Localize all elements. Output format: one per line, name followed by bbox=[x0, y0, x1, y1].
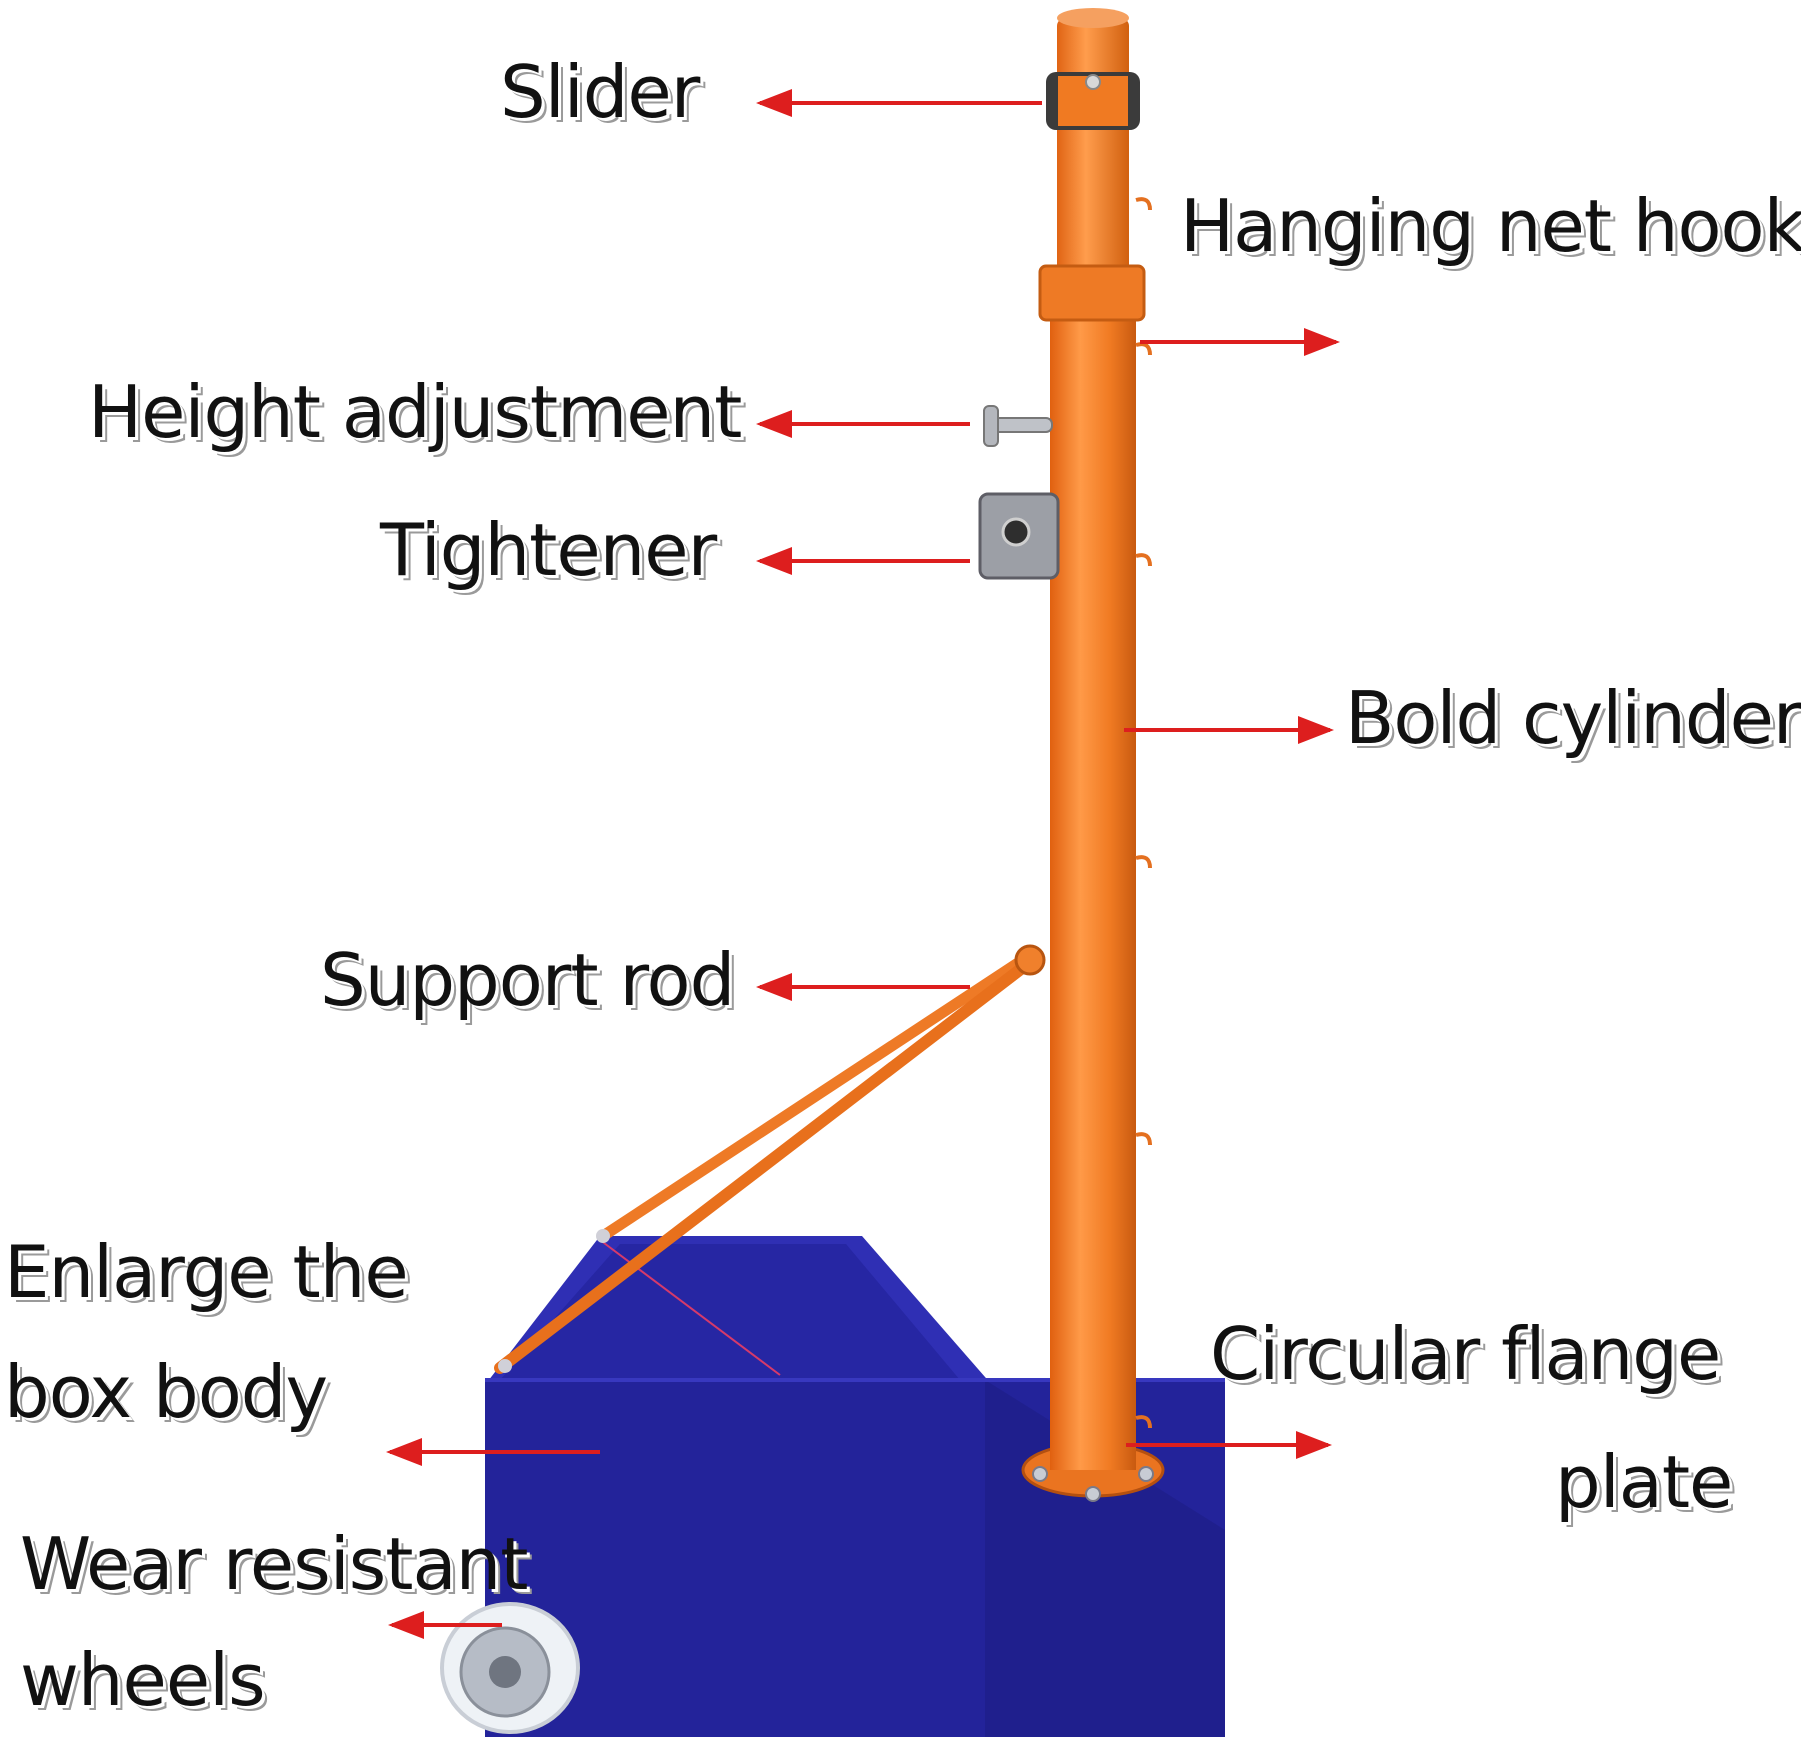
net-hook bbox=[1135, 855, 1152, 869]
flange-bolt bbox=[1138, 1466, 1154, 1482]
support-rod bbox=[494, 944, 1046, 1374]
net-hook bbox=[1135, 1415, 1152, 1429]
support-rod-bar-a bbox=[597, 949, 1036, 1242]
label-wear-wheels-line1: Wear resistant bbox=[20, 1522, 528, 1606]
support-rod-foot-a bbox=[596, 1229, 610, 1243]
label-circular-flange-line1: Circular flange bbox=[1210, 1312, 1721, 1396]
net-hook bbox=[1135, 1132, 1152, 1146]
label-height-adjustment: Height adjustment bbox=[88, 370, 742, 454]
support-rod-bracket bbox=[1014, 944, 1046, 976]
callout-arrows bbox=[386, 89, 1340, 1639]
label-bold-cylinder: Bold cylinder bbox=[1345, 676, 1801, 760]
label-circular-flange-line2: plate bbox=[1555, 1440, 1733, 1524]
label-slider: Slider bbox=[500, 50, 700, 134]
wear-resistant-wheel bbox=[440, 1602, 580, 1734]
net-hook bbox=[1135, 197, 1152, 211]
pole bbox=[978, 8, 1152, 1470]
support-rod-bar-b bbox=[494, 956, 1036, 1374]
net-hook bbox=[1135, 342, 1152, 356]
height-adjustment-handle bbox=[983, 405, 999, 447]
pole-collar bbox=[1038, 264, 1146, 322]
tightener-spool bbox=[1001, 517, 1031, 547]
label-hanging-net-hook: Hanging net hook bbox=[1180, 184, 1801, 268]
slider-bolt bbox=[1085, 74, 1101, 90]
support-rod-foot-b bbox=[498, 1359, 512, 1373]
net-hook bbox=[1135, 553, 1152, 567]
wheel-center bbox=[489, 1656, 521, 1688]
label-tightener: Tightener bbox=[380, 508, 717, 592]
pole-upper-sleeve bbox=[1057, 18, 1129, 280]
pole-top-cap bbox=[1057, 8, 1129, 28]
height-adjustment-knob bbox=[989, 417, 1053, 433]
flange-bolt bbox=[1085, 1486, 1101, 1502]
label-wear-wheels-line2: wheels bbox=[20, 1638, 266, 1722]
label-support-rod: Support rod bbox=[320, 938, 735, 1022]
flange-bolt bbox=[1032, 1466, 1048, 1482]
label-enlarge-box-line1: Enlarge the bbox=[4, 1230, 409, 1314]
bold-cylinder bbox=[1050, 300, 1136, 1470]
label-enlarge-box-line2: box body bbox=[4, 1350, 328, 1434]
